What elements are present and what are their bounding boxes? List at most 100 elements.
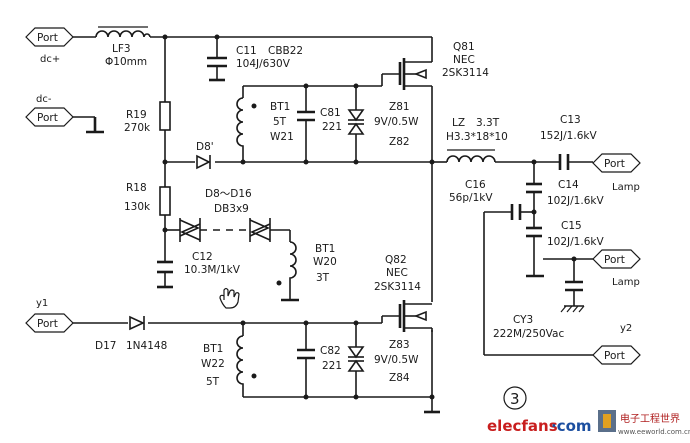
z82-name: Z82 bbox=[389, 136, 410, 148]
z83-name: Z83 bbox=[389, 339, 410, 351]
d8-d16-name: D8～D16 bbox=[205, 188, 252, 200]
inductor-lf3: LF3 Φ10mm bbox=[95, 26, 151, 68]
lf3-name: LF3 bbox=[112, 43, 131, 55]
capacitor-c11: C11 CBB22 104J/630V bbox=[207, 34, 303, 82]
diac-right bbox=[249, 218, 271, 242]
mosfet-q81: Q81 NEC 2SK3114 bbox=[382, 41, 489, 162]
c13-name: C13 bbox=[560, 114, 581, 126]
zener-z83-z84: Z83 9V/0.5W Z84 bbox=[347, 339, 419, 384]
r18-value: 130k bbox=[124, 201, 151, 213]
port-lamp-2-name: Lamp bbox=[612, 277, 640, 288]
lz-name: LZ bbox=[452, 117, 465, 129]
port-lamp-2[interactable]: Port Lamp bbox=[592, 249, 641, 288]
port-dc-minus-label: Port bbox=[37, 112, 58, 124]
q82-name: Q82 bbox=[385, 254, 407, 266]
capacitor-c12: C12 10.3M/1kV bbox=[157, 251, 241, 289]
lf3-value: Φ10mm bbox=[105, 56, 147, 68]
bt1c-turns: 5T bbox=[206, 376, 220, 388]
bt1b-name: BT1 bbox=[315, 243, 335, 255]
diac-chain-d8-d16: D8～D16 DB3x9 bbox=[165, 188, 291, 242]
transformer-winding-w22: BT1 W22 5T bbox=[201, 335, 257, 388]
bt1a-name: BT1 bbox=[270, 101, 290, 113]
mosfet-q82: Q82 NEC 2SK3114 bbox=[374, 254, 433, 332]
d17-part: 1N4148 bbox=[126, 340, 167, 352]
resistor-r18: R18 130k bbox=[124, 182, 171, 216]
c81-name: C81 bbox=[320, 107, 341, 119]
c15-value: 102J/1.6kV bbox=[547, 236, 604, 248]
page-number: 3 bbox=[503, 386, 527, 410]
capacitor-c15: C15 102J/1.6kV bbox=[526, 220, 604, 248]
watermark: elecfans ·com 电子工程世界 www.eeworld.com.cn bbox=[487, 410, 690, 436]
resistor-r19: R19 270k bbox=[124, 101, 171, 134]
diode-d8-prime: D8' bbox=[196, 141, 214, 170]
transformer-winding-w20: BT1 W20 3T bbox=[276, 241, 337, 302]
r19-value: 270k bbox=[124, 122, 151, 134]
c14-name: C14 bbox=[558, 179, 579, 191]
z83-value: 9V/0.5W bbox=[374, 354, 419, 366]
watermark-site: elecfans bbox=[487, 417, 558, 435]
port-y2-name: y2 bbox=[620, 323, 632, 334]
port-y1-name: y1 bbox=[36, 298, 48, 309]
port-dc-minus-name: dc- bbox=[36, 94, 52, 105]
c12-name: C12 bbox=[192, 251, 213, 263]
hand-cursor-icon bbox=[219, 287, 240, 309]
capacitor-c16: C16 56p/1kV bbox=[449, 179, 593, 356]
q82-part: 2SK3114 bbox=[374, 281, 421, 293]
d8-d16-part: DB3x9 bbox=[214, 203, 249, 215]
capacitor-c14: C14 102J/1.6kV bbox=[526, 179, 604, 207]
watermark-cn: 电子工程世界 bbox=[620, 412, 680, 425]
port-lamp-1[interactable]: Port Lamp bbox=[592, 153, 641, 193]
c12-value: 10.3M/1kV bbox=[184, 264, 241, 276]
diac-left bbox=[179, 218, 201, 242]
port-lamp-1-name: Lamp bbox=[612, 182, 640, 193]
bt1b-turns: 3T bbox=[316, 272, 330, 284]
bt1b-winding: W20 bbox=[313, 256, 337, 268]
port-y2-label: Port bbox=[604, 350, 625, 362]
port-y2[interactable]: Port y2 bbox=[592, 323, 641, 365]
q81-name: Q81 bbox=[453, 41, 475, 53]
page-number-text: 3 bbox=[510, 390, 520, 408]
bt1c-name: BT1 bbox=[203, 343, 223, 355]
c16-name: C16 bbox=[465, 179, 486, 191]
lz-core: H3.3*18*10 bbox=[446, 131, 508, 143]
watermark-url: www.eeworld.com.cn bbox=[618, 428, 690, 436]
c81-value: 221 bbox=[322, 121, 342, 133]
z81-name: Z81 bbox=[389, 101, 410, 113]
r18-name: R18 bbox=[126, 182, 147, 194]
r19-name: R19 bbox=[126, 109, 147, 121]
d8-prime-name: D8' bbox=[196, 141, 214, 153]
inductor-lz: LZ 3.3T H3.3*18*10 bbox=[446, 117, 508, 163]
z84-name: Z84 bbox=[389, 372, 410, 384]
capacitor-cy3: CY3 222M/250Vac bbox=[493, 280, 585, 340]
cy3-value: 222M/250Vac bbox=[493, 328, 564, 340]
port-dc-plus[interactable]: Port dc+ bbox=[25, 27, 74, 65]
capacitor-c13: C13 152J/1.6kV bbox=[540, 114, 597, 170]
c16-value: 56p/1kV bbox=[449, 192, 493, 204]
c11-model: CBB22 bbox=[268, 45, 303, 57]
bt1a-winding: W21 bbox=[270, 131, 294, 143]
diode-d17: D17 1N4148 bbox=[95, 315, 167, 352]
z81-value: 9V/0.5W bbox=[374, 116, 419, 128]
c82-name: C82 bbox=[320, 345, 341, 357]
port-y1[interactable]: Port y1 bbox=[25, 298, 74, 333]
bt1c-winding: W22 bbox=[201, 358, 225, 370]
c15-name: C15 bbox=[561, 220, 582, 232]
q81-part: 2SK3114 bbox=[442, 67, 489, 79]
ground-dc-minus bbox=[73, 116, 104, 134]
c11-value: 104J/630V bbox=[236, 58, 291, 70]
q81-maker: NEC bbox=[453, 54, 475, 66]
lower-rail-wires bbox=[73, 162, 440, 414]
bt1a-turns: 5T bbox=[273, 116, 287, 128]
midpoint-rail bbox=[165, 159, 447, 165]
port-dc-plus-label: Port bbox=[37, 32, 58, 44]
port-dc-minus[interactable]: Port dc- bbox=[25, 94, 74, 127]
c13-value: 152J/1.6kV bbox=[540, 130, 597, 142]
q81-gate-network bbox=[242, 74, 383, 162]
c14-value: 102J/1.6kV bbox=[547, 195, 604, 207]
watermark-suffix: ·com bbox=[551, 417, 592, 435]
left-vertical-wire bbox=[162, 34, 168, 287]
port-lamp-1-label: Port bbox=[604, 158, 625, 170]
zener-z81-z82: Z81 9V/0.5W Z82 bbox=[347, 101, 419, 148]
capacitor-c81: C81 221 bbox=[297, 107, 342, 133]
